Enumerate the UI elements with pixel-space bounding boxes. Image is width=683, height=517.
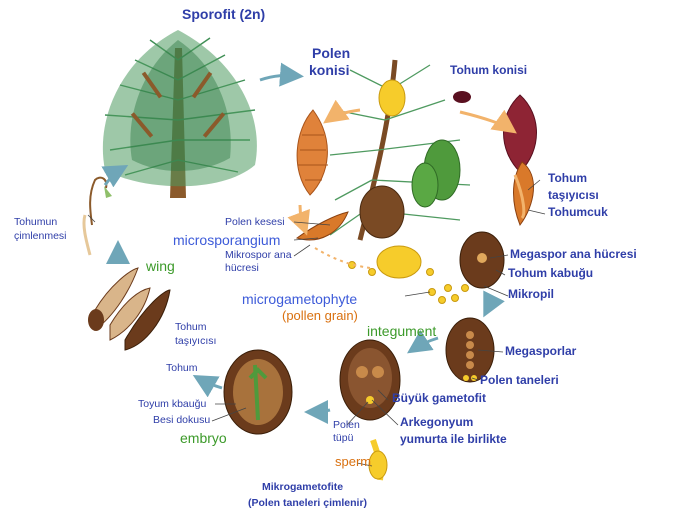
label-arkegonyum-2: yumurta ile birlikte — [400, 433, 507, 447]
label-tohum-konisi: Tohum konisi — [450, 64, 527, 78]
label-tohum-tasiyicisi-1: Tohum — [548, 172, 587, 186]
winged-seeds — [88, 268, 170, 350]
label-arkegonyum-1: Arkegonyum — [400, 416, 473, 430]
label-besi-dokusu: Besi dokusu — [153, 414, 210, 426]
label-tohum-tasiyicisi-b1: Tohum — [175, 321, 207, 333]
label-mikropil: Mikropil — [508, 288, 554, 302]
label-tohumun-cimlenmesi-2: çimlenmesi — [14, 230, 67, 242]
seed-cone — [453, 91, 537, 172]
label-microgametophyte: microgametophyte — [242, 291, 357, 307]
label-embryo: embryo — [180, 430, 227, 446]
label-polen-kesesi: Polen kesesi — [225, 216, 285, 228]
ovule-megaspore-mother-cell — [460, 232, 504, 288]
seed-with-embryo — [224, 350, 292, 434]
pollen-tube-sperm — [369, 440, 387, 480]
label-tohum-tasiyicisi-b2: taşıyıcısı — [175, 335, 216, 347]
label-toyum-kbaugu: Toyum kbauğu — [138, 398, 206, 410]
pollen-cone — [297, 110, 328, 195]
label-mikrospor-ana-1: Mikrospor ana — [225, 249, 292, 261]
label-buyuk-gametofit: Büyük gametofit — [392, 392, 486, 406]
label-mikrospor-ana-2: hücresi — [225, 262, 259, 274]
label-microsporangium: microsporangium — [173, 232, 280, 248]
label-tohumcuk: Tohumcuk — [548, 206, 608, 220]
label-polen-tupu-1: Polen — [333, 419, 360, 431]
germinating-seedling — [84, 178, 112, 255]
sporophyte-pine-tree — [103, 30, 257, 198]
label-polen-tupu-2: tüpü — [333, 432, 353, 444]
label-tohum-kabugu: Tohum kabuğu — [508, 267, 593, 281]
label-polen-taneleri: Polen taneleri — [480, 374, 559, 388]
pollen-grains — [349, 246, 469, 304]
label-polen-konisi-2: konisi — [309, 62, 349, 78]
label-megasporlar: Megasporlar — [505, 345, 576, 359]
label-pollen-grain: (pollen grain) — [282, 309, 358, 324]
label-wing: wing — [146, 258, 175, 274]
label-tohum-tasiyicisi-2: taşıyıcısı — [548, 189, 599, 203]
label-mikrogametofite: Mikrogametofite — [262, 481, 343, 493]
pine-branch-with-cones — [330, 60, 470, 240]
female-gametophyte — [340, 340, 400, 420]
label-integument: integument — [367, 323, 436, 339]
label-tohumun-cimlenmesi-1: Tohumun — [14, 216, 57, 228]
label-sporofit: Sporofit (2n) — [182, 6, 265, 22]
label-megaspor-ana-hucresi: Megaspor ana hücresi — [510, 248, 637, 262]
label-polen-cimlenir: (Polen taneleri çimlenir) — [248, 497, 367, 509]
label-sperm: sperm — [335, 455, 371, 470]
label-tohum: Tohum — [166, 362, 198, 374]
label-polen-konisi-1: Polen — [312, 45, 350, 61]
